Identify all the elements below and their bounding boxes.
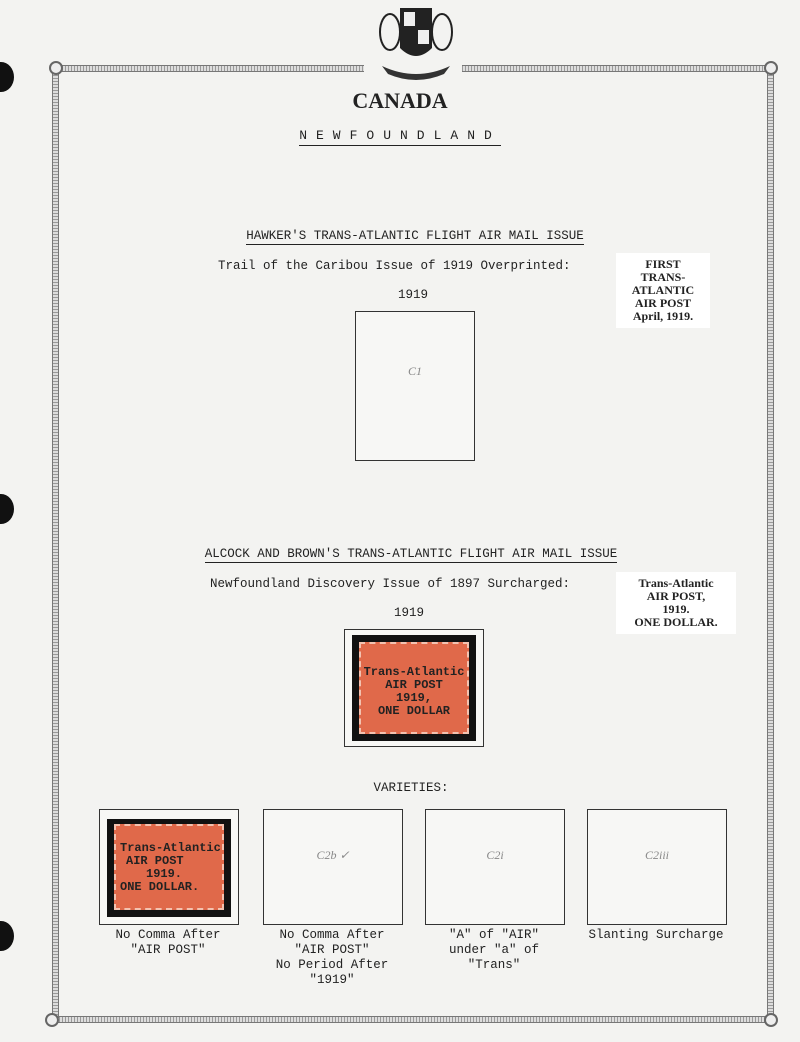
variety-caption: "A" of "AIR"under "a" of"Trans"	[448, 928, 539, 972]
catalog-note: C2i	[486, 848, 504, 862]
section2-subtitle: Newfoundland Discovery Issue of 1897 Sur…	[210, 577, 571, 591]
variety-space-3: C2i	[425, 809, 565, 925]
variety-caption: Slanting Surcharge	[588, 928, 724, 942]
variety-caption: No Comma After"AIR POST"No Period After"…	[275, 928, 389, 987]
frame-top-left	[56, 65, 364, 72]
frame-top-right	[462, 65, 772, 72]
frame-corner	[49, 61, 63, 75]
coat-of-arms-icon	[379, 8, 453, 80]
section1-heading: HAWKER'S TRANS-ATLANTIC FLIGHT AIR MAIL …	[246, 229, 584, 245]
binder-hole	[0, 921, 14, 951]
section1-subtitle: Trail of the Caribou Issue of 1919 Overp…	[218, 259, 571, 273]
frame-bottom	[50, 1016, 772, 1023]
variety-space-4: C2iii	[587, 809, 727, 925]
catalog-note: C2b ✓	[316, 848, 350, 862]
section2-year: 1919	[394, 606, 425, 620]
section2-heading: ALCOCK AND BROWN'S TRANS-ATLANTIC FLIGHT…	[204, 547, 618, 563]
region-title: NEWFOUNDLAND	[0, 128, 800, 146]
frame-corner	[764, 61, 778, 75]
stamp-space-c1: C1	[355, 311, 475, 461]
binder-hole	[0, 494, 14, 524]
frame-corner	[45, 1013, 59, 1027]
binder-hole	[0, 62, 14, 92]
page-title: CANADA	[352, 88, 448, 113]
varieties-heading: VARIETIES:	[373, 781, 449, 795]
frame-corner	[764, 1013, 778, 1027]
catalog-note: C2iii	[644, 848, 669, 862]
frame-right	[767, 68, 774, 1018]
variety-space-2: C2b ✓	[263, 809, 403, 925]
frame-left	[52, 68, 59, 1018]
catalog-note: C1	[407, 364, 422, 378]
section1-year: 1919	[398, 288, 429, 302]
variety-caption: No Comma After"AIR POST"	[115, 928, 221, 957]
